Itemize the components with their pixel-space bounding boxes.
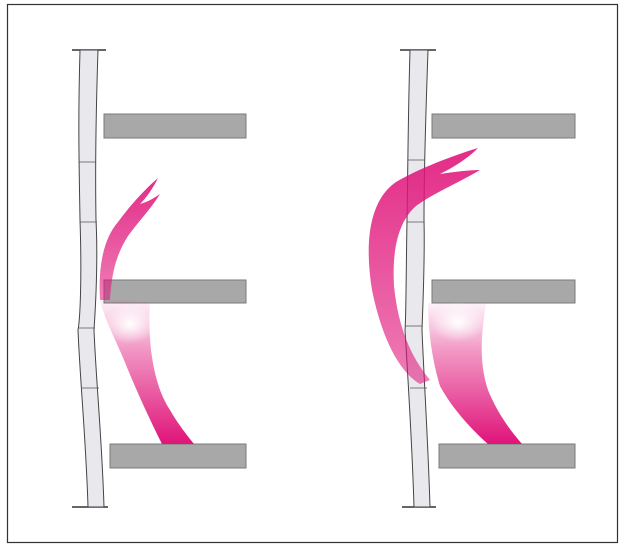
flow-glow — [104, 304, 156, 344]
flow-glow — [430, 302, 486, 342]
shelf-bottom — [439, 444, 575, 468]
shelf-top — [104, 114, 246, 138]
shelf-middle — [104, 280, 246, 303]
shelf-middle — [432, 280, 575, 303]
shelf-top — [432, 114, 575, 138]
shelf-bottom — [110, 444, 246, 468]
